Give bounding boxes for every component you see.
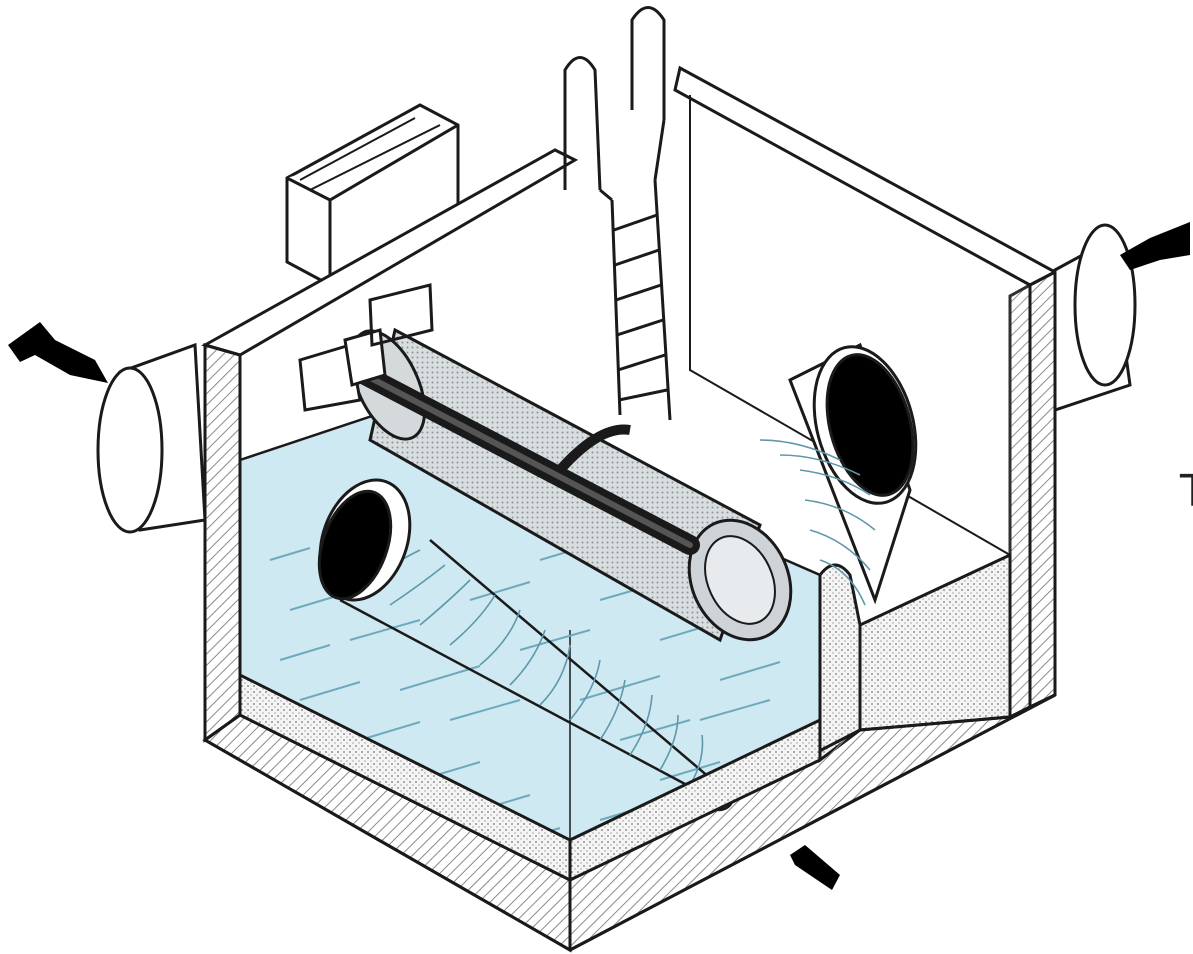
inlet-pipe	[96, 342, 207, 534]
control-cabinet	[285, 103, 460, 287]
motor-bracket	[298, 283, 434, 412]
outflow-arrow-icon	[1120, 222, 1190, 270]
inlet-opening	[317, 478, 412, 602]
drive-shaft	[355, 365, 700, 555]
cropped-label-fragment: T	[1180, 470, 1193, 514]
access-ladder	[563, 6, 672, 421]
flow-arrows	[8, 222, 1190, 890]
outlet-pipe	[1053, 223, 1137, 413]
front-walls	[202, 343, 1056, 953]
tank-walls	[201, 65, 1059, 720]
outlet-opening	[759, 342, 918, 606]
drain-arrow-icon	[790, 845, 840, 890]
baffle-wall	[818, 563, 862, 763]
inflow-arrow-icon	[8, 322, 108, 383]
